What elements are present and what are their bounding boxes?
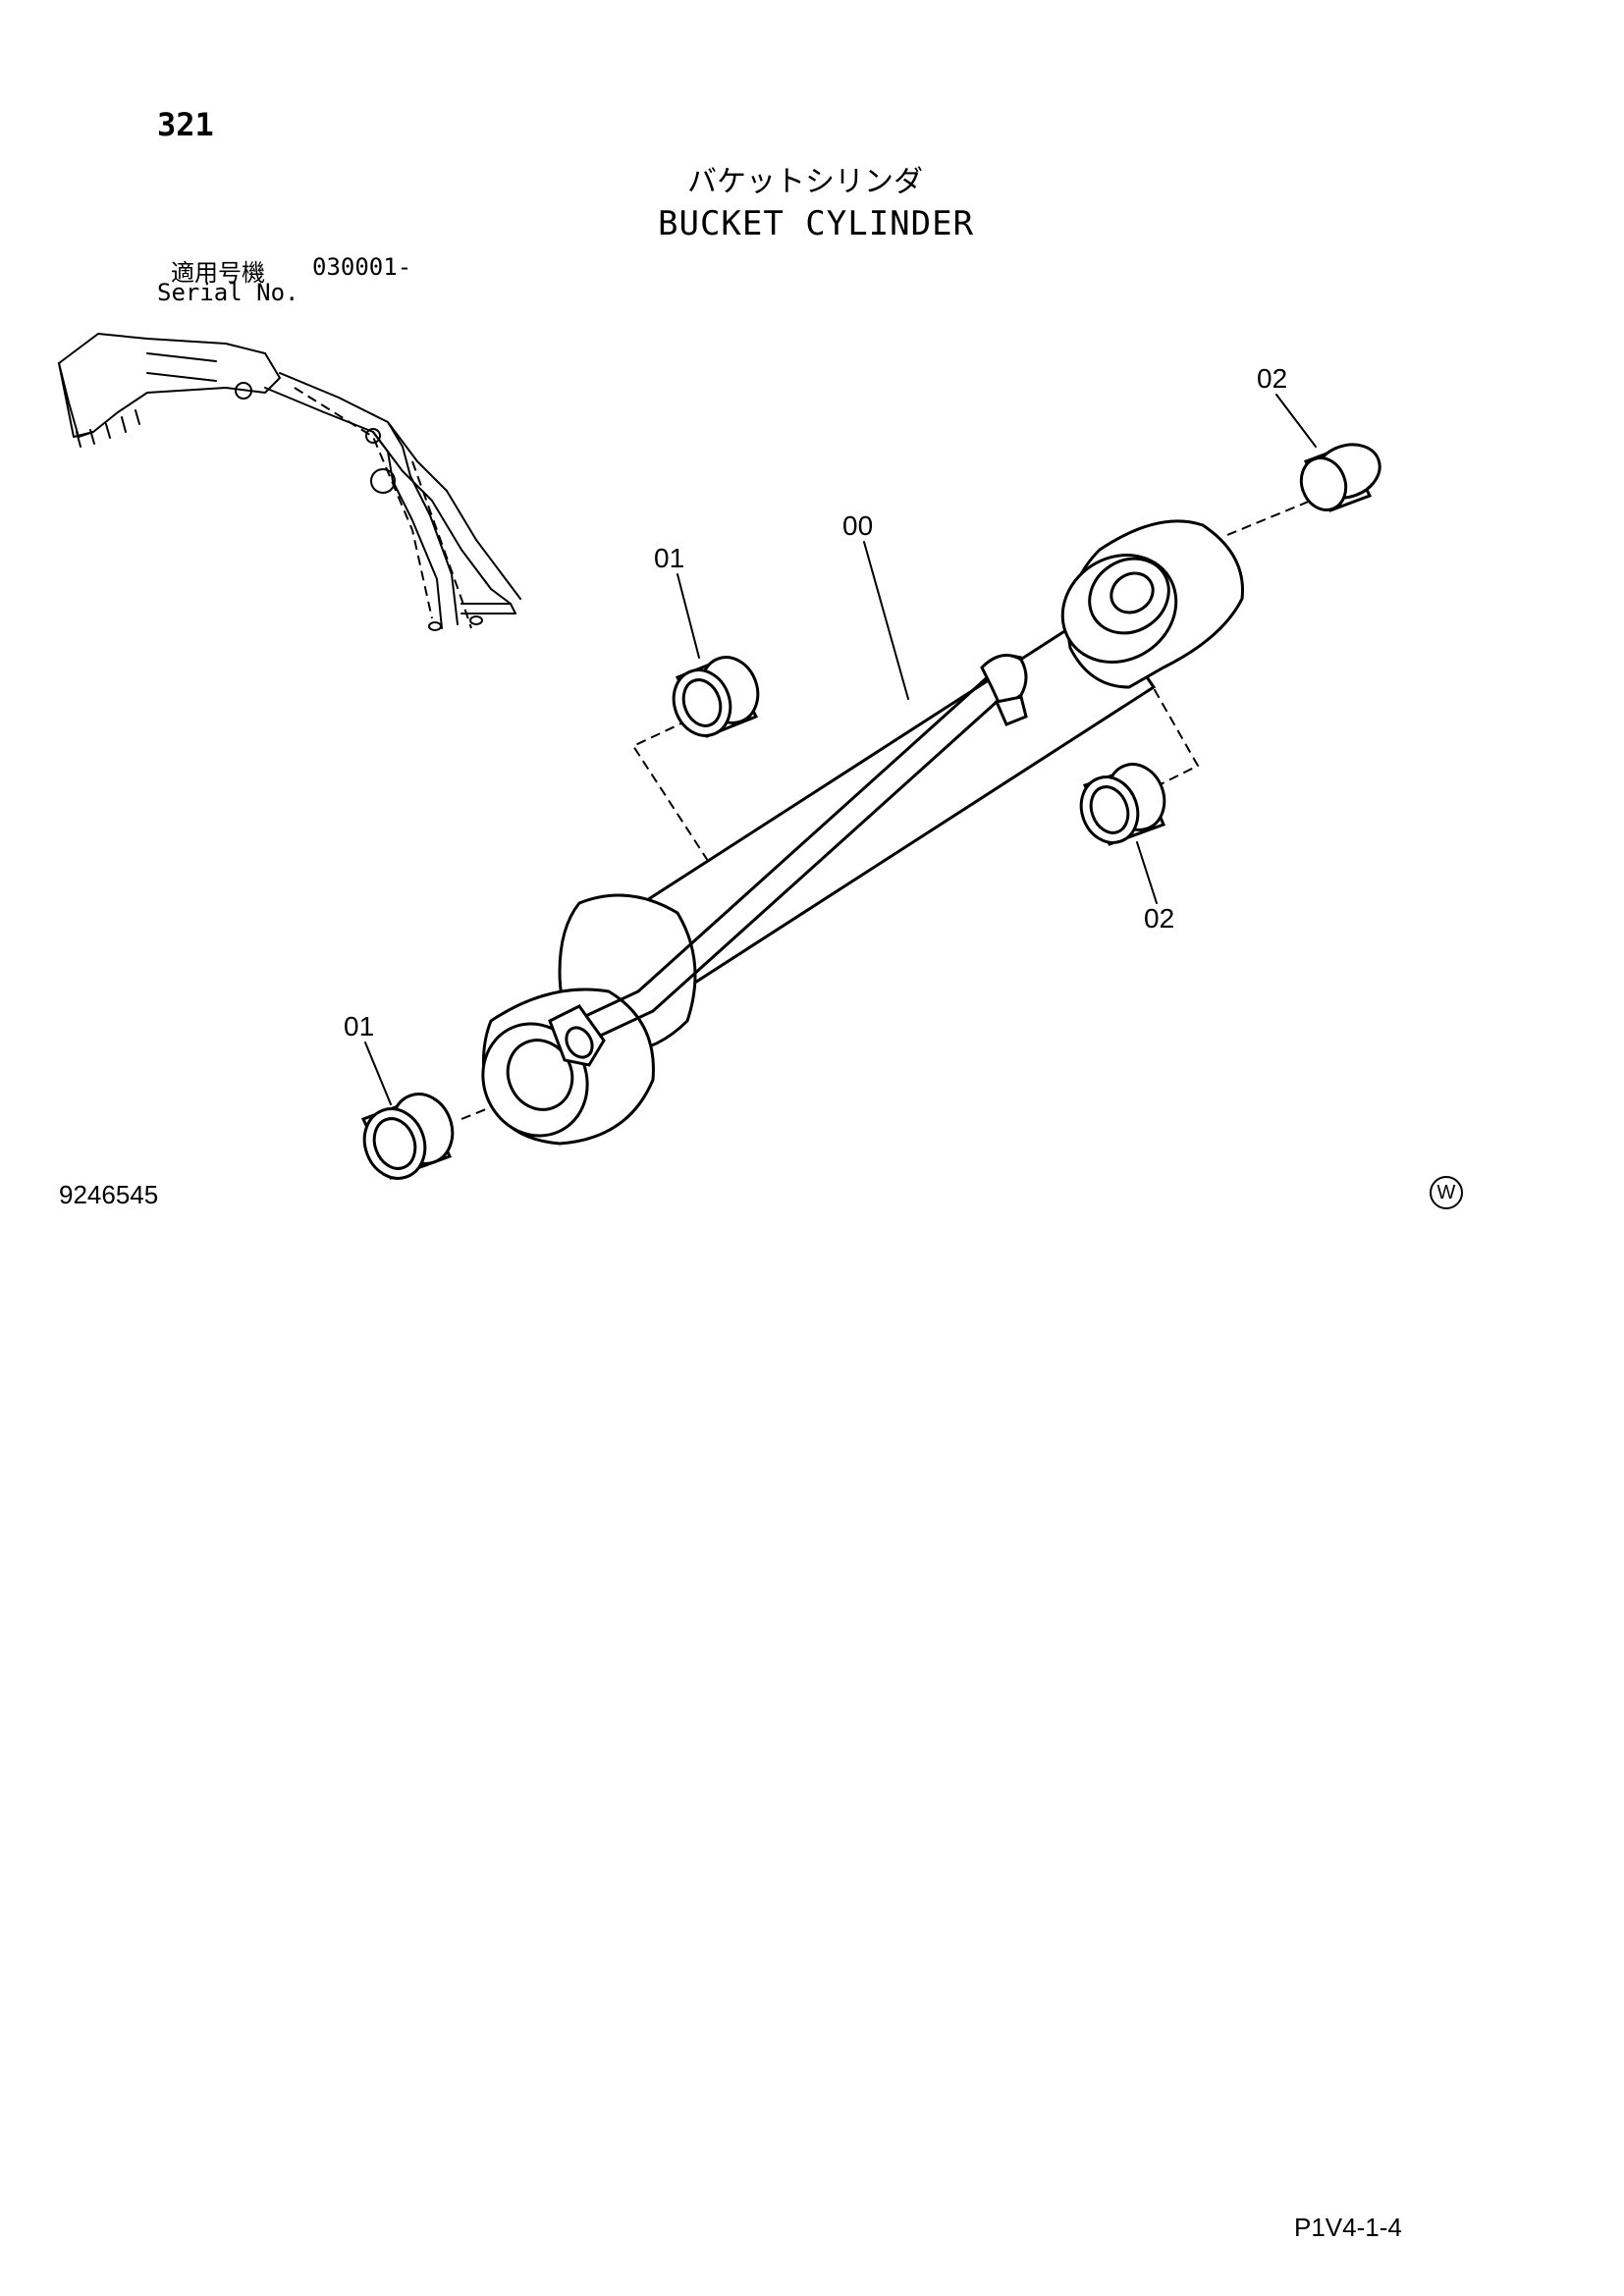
serial-label-japanese: 適用号機 (171, 259, 265, 287)
title-japanese: バケットシリンダ (687, 165, 923, 199)
drawing-number: 9246545 (59, 1180, 159, 1209)
cylinder-assembly (481, 519, 1244, 1146)
watermark-w-icon: W (1430, 1176, 1463, 1209)
page-code: P1V4-1-4 (1294, 2213, 1402, 2242)
title-english: BUCKET CYLINDER (658, 204, 975, 243)
page-number: 321 (157, 106, 214, 143)
callout-label: 02 (1257, 363, 1287, 394)
serial-number-value: 030001- (312, 253, 412, 281)
callout-label: 00 (842, 510, 873, 541)
bushing-01-upper (672, 656, 760, 738)
callout-label: 01 (344, 1011, 374, 1041)
callout-label: 02 (1144, 903, 1174, 934)
bushings (360, 443, 1381, 1180)
bushing-01-lower (360, 1093, 455, 1180)
excavator-boom-thumbnail (58, 333, 521, 631)
bushing-02-lower (1079, 763, 1166, 846)
bushing-02-top (1299, 443, 1381, 512)
serial-label-english: Serial No. (157, 279, 299, 306)
callout-label: 01 (654, 543, 684, 573)
callouts: 00 01 01 02 02 (344, 363, 1317, 1105)
